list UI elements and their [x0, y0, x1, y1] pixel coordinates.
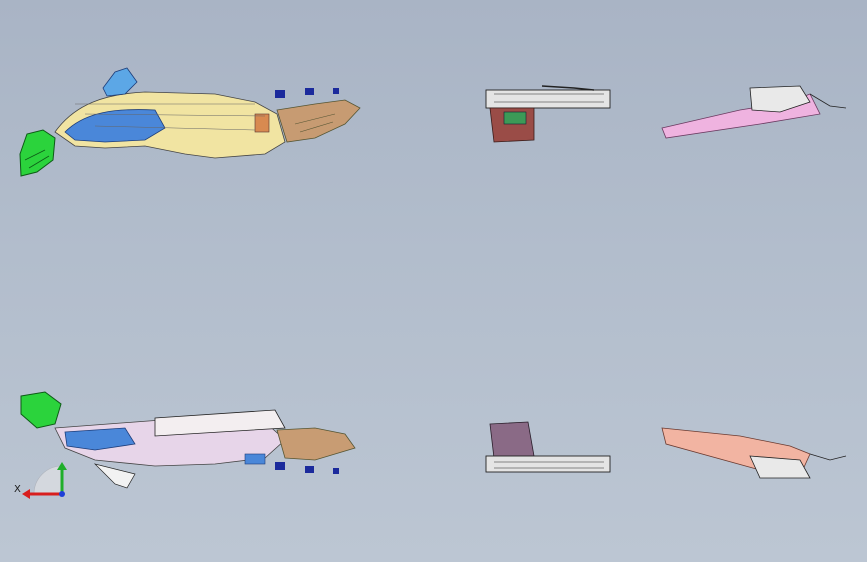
rail-bottom[interactable] — [660, 420, 850, 482]
bracket-top[interactable] — [484, 84, 614, 146]
floor-assembly-top[interactable] — [15, 64, 365, 182]
bracket-bottom[interactable] — [484, 418, 614, 480]
rail-top[interactable] — [660, 84, 850, 146]
z-axis-icon — [59, 491, 65, 497]
x-axis-label: X — [14, 484, 21, 495]
coordinate-triad: X — [14, 462, 67, 499]
floor-assembly-bottom[interactable] — [15, 388, 365, 496]
